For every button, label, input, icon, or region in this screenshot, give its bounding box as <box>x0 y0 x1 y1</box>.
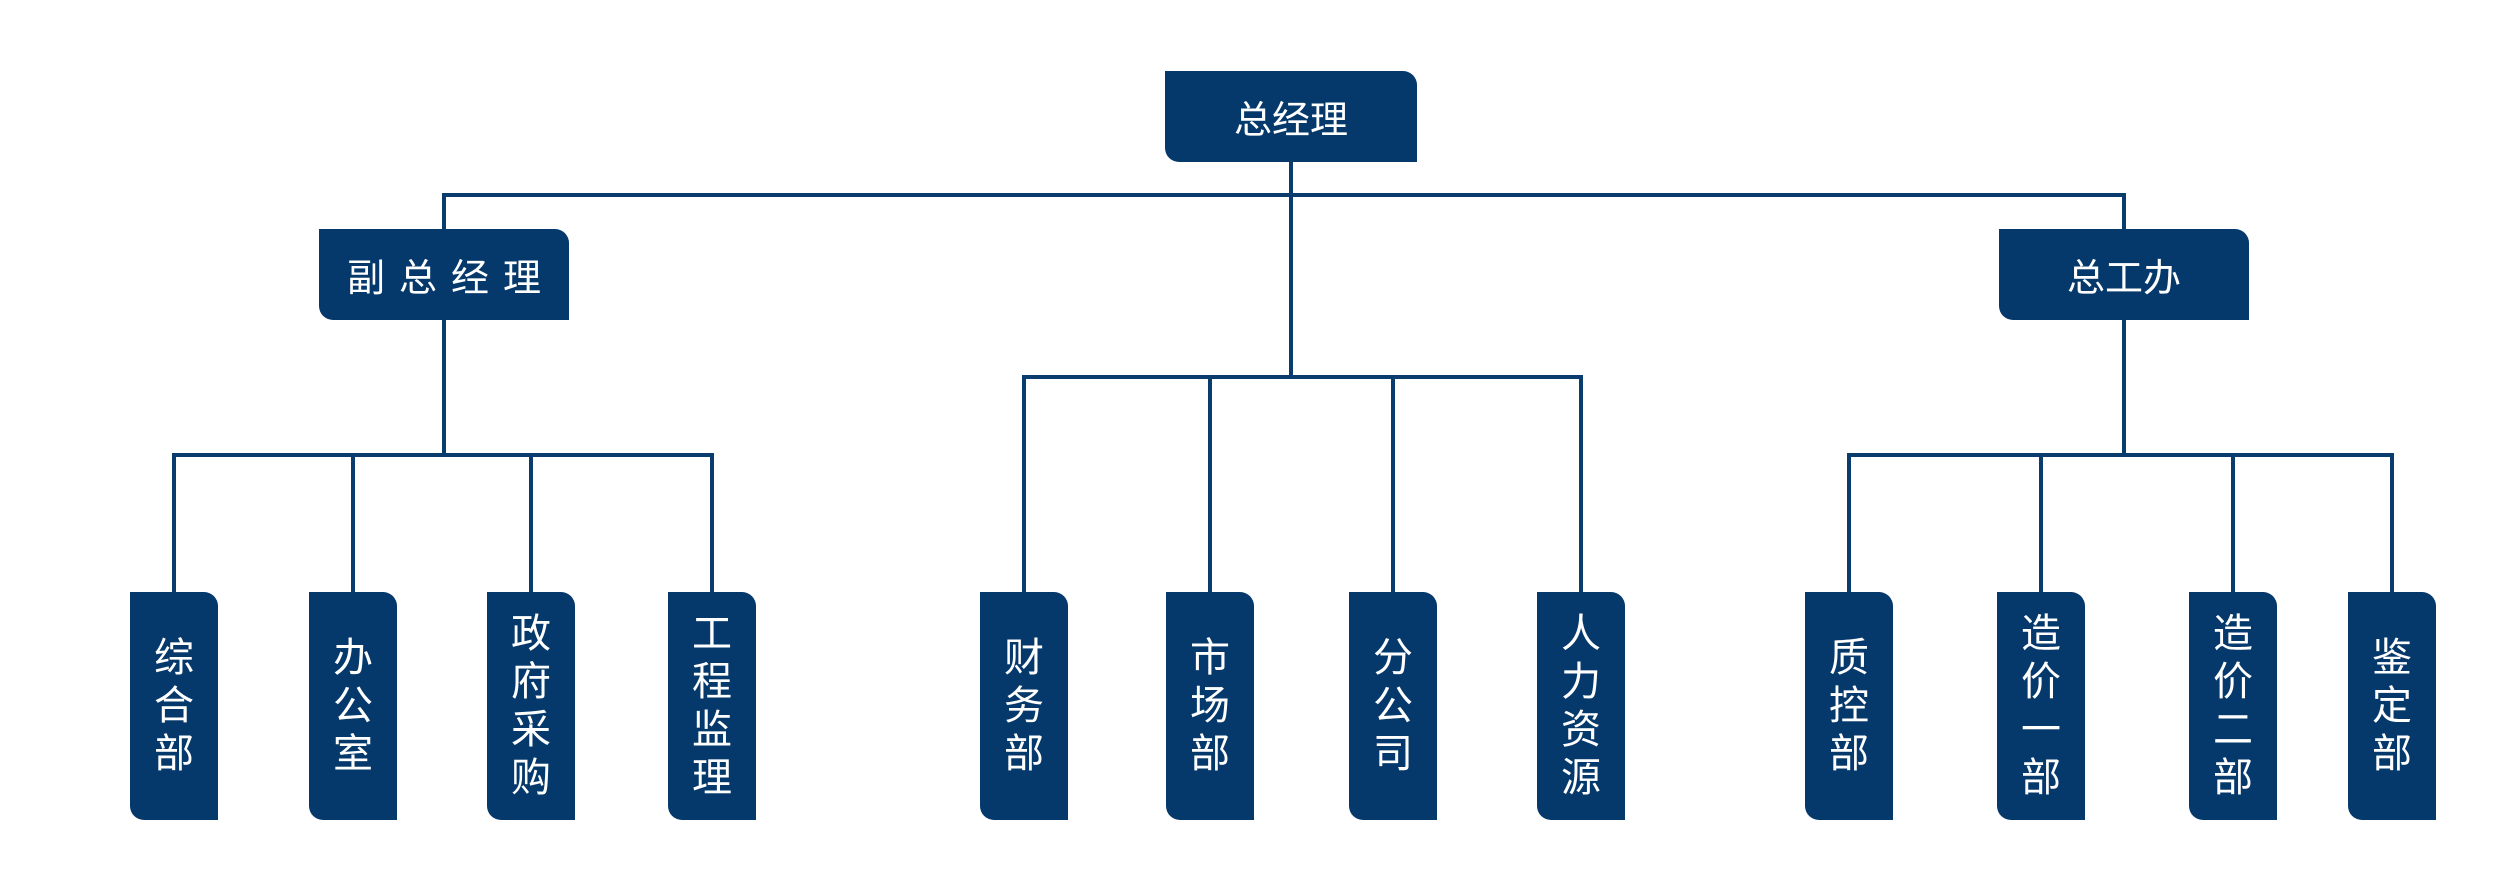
node-label: 综合部 <box>154 635 194 777</box>
node-label: 总工办 <box>2066 256 2181 300</box>
node-label: 鉴定部 <box>2372 635 2412 777</box>
node-general-dept: 综合部 <box>130 592 218 820</box>
node-cost-dept-1: 造价一部 <box>1997 592 2085 820</box>
node-label: 市场部 <box>1190 635 1230 777</box>
node-finance-dept: 财务部 <box>980 592 1068 820</box>
node-label: 造价一部 <box>2021 611 2061 801</box>
node-label: 造价二部 <box>2213 611 2253 801</box>
node-label: 工程监理 <box>692 611 732 801</box>
node-label: 分公司 <box>1373 635 1413 777</box>
node-label: 副总经理 <box>346 256 555 300</box>
node-label: 总经理 <box>1233 98 1348 142</box>
node-cost-dept-2: 造价二部 <box>2189 592 2277 820</box>
node-market-dept: 市场部 <box>1166 592 1254 820</box>
node-branch-company: 分公司 <box>1349 592 1437 820</box>
node-chief-engineer-office: 总工办 <box>1999 229 2249 320</box>
node-label: 财务部 <box>1004 635 1044 777</box>
node-engineering-supervision: 工程监理 <box>668 592 756 820</box>
node-label: 政府采购 <box>511 611 551 801</box>
node-label: 质控部 <box>1829 635 1869 777</box>
node-deputy-general-manager: 副总经理 <box>319 229 569 320</box>
node-general-manager: 总经理 <box>1165 71 1417 162</box>
node-label: 办公室 <box>333 635 373 777</box>
node-government-procurement: 政府采购 <box>487 592 575 820</box>
node-office: 办公室 <box>309 592 397 820</box>
node-quality-control-dept: 质控部 <box>1805 592 1893 820</box>
node-human-resources: 人力资源 <box>1537 592 1625 820</box>
node-label: 人力资源 <box>1561 611 1601 801</box>
node-appraisal-dept: 鉴定部 <box>2348 592 2436 820</box>
